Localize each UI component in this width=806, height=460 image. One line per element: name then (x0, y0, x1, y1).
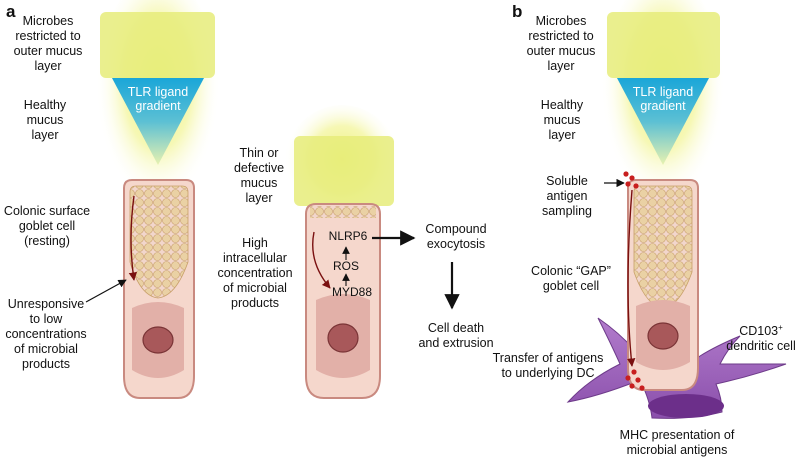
unresponsive-pointer (85, 279, 127, 303)
mucus-fibers-a2 (294, 136, 394, 206)
exocytosis-label: Compound exocytosis (425, 222, 487, 251)
thin-mucus-label: Thin or defective mucus layer (233, 146, 285, 205)
goblet-cell-label-a: Colonic surface goblet cell (resting) (3, 204, 91, 248)
mhc-label: MHC presentation of microbial antigens (619, 428, 735, 457)
dendritic-nucleus (648, 394, 724, 418)
high-concentration-label: High intracellular concentration of micr… (217, 236, 293, 310)
tlr-label-b-2: gradient (640, 99, 686, 113)
microbes-label-a: Microbes restricted to outer mucus layer (13, 14, 83, 73)
antigen-path-b (627, 189, 636, 367)
nucleus-a (142, 326, 174, 354)
ros-label: ROS (333, 259, 359, 273)
myd88-label: MYD88 (332, 285, 372, 299)
signal-arrow-a2 (312, 231, 331, 289)
nucleus-a2 (327, 323, 359, 353)
antigen-dots-top (623, 171, 639, 189)
healthy-mucus-label-b: Healthy mucus layer (540, 98, 584, 142)
granule-row-a2 (310, 206, 376, 218)
nucleus-b (647, 322, 679, 350)
panel-a-cell-group: TLR ligand gradient (85, 0, 220, 399)
panel-b-group: TLR ligand gradient (566, 0, 787, 419)
tlr-gradient-a (112, 78, 204, 165)
cd103-label: CD103+ dendritic cell (718, 320, 804, 354)
unresponsive-label: Unresponsive to low concentrations of mi… (5, 297, 87, 371)
nlrp6-label: NLRP6 (329, 229, 368, 243)
tlr-gradient-b (617, 78, 709, 165)
tlr-label-b-1: TLR ligand (633, 85, 693, 99)
cell-death-label: Cell death and extrusion (418, 321, 494, 350)
panel-a-middle-group: NLRP6 ROS MYD88 (284, 105, 460, 399)
dendritic-cell-text: dendritic cell (726, 339, 796, 354)
microbes-label-b: Microbes restricted to outer mucus layer (526, 14, 596, 73)
panel-b-letter: b (512, 2, 523, 21)
tlr-label-a-2: gradient (135, 99, 181, 113)
soluble-antigen-label: Soluble antigen sampling (541, 174, 593, 218)
healthy-mucus-label-a: Healthy mucus layer (23, 98, 67, 142)
transfer-label: Transfer of antigens to underlying DC (492, 351, 604, 380)
mucus-fibers-b (607, 12, 720, 78)
cd103-text: CD103 (739, 324, 779, 339)
mucus-fibers-a (100, 12, 215, 78)
signal-arrow-a (128, 195, 138, 281)
goblet-granules-a (129, 185, 189, 299)
panel-a-letter: a (6, 2, 16, 21)
gap-goblet-label: Colonic “GAP” goblet cell (531, 264, 611, 293)
cd103-superscript: + (778, 323, 783, 332)
antigen-dots-bottom (625, 369, 645, 391)
tlr-label-a-1: TLR ligand (128, 85, 188, 99)
goblet-granules-b (633, 185, 693, 309)
